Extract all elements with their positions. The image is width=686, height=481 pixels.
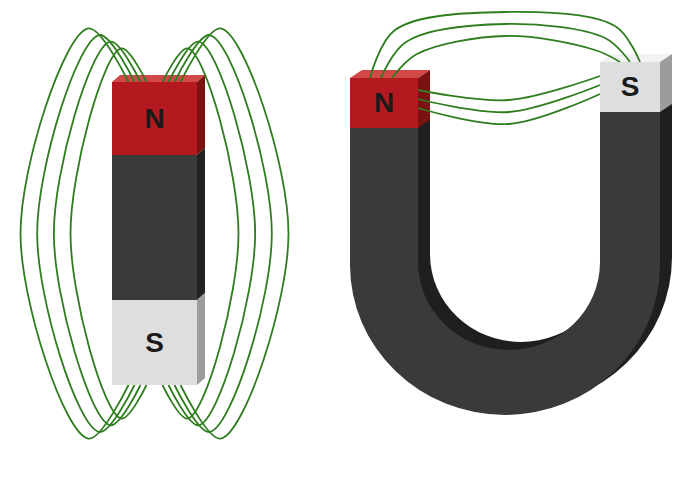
horseshoe-side-face <box>660 54 672 112</box>
south-pole: S <box>600 62 660 112</box>
field-line <box>418 94 600 124</box>
bar-body <box>112 155 197 300</box>
south-pole: S <box>112 300 197 385</box>
horseshoe-top-face <box>350 70 430 78</box>
field-line <box>418 76 600 100</box>
pole-letter: N <box>144 105 164 133</box>
horseshoe-body <box>350 112 660 415</box>
bar-side-face <box>197 293 205 385</box>
field-line <box>381 24 630 78</box>
field-line <box>392 36 620 78</box>
bar-side-face <box>197 75 205 155</box>
pole-letter: N <box>374 89 394 117</box>
north-pole: N <box>112 82 197 155</box>
pole-letter: S <box>145 329 164 357</box>
north-pole: N <box>350 78 418 128</box>
field-line <box>418 85 600 112</box>
bar-side-face <box>197 148 205 300</box>
pole-letter: S <box>621 73 640 101</box>
